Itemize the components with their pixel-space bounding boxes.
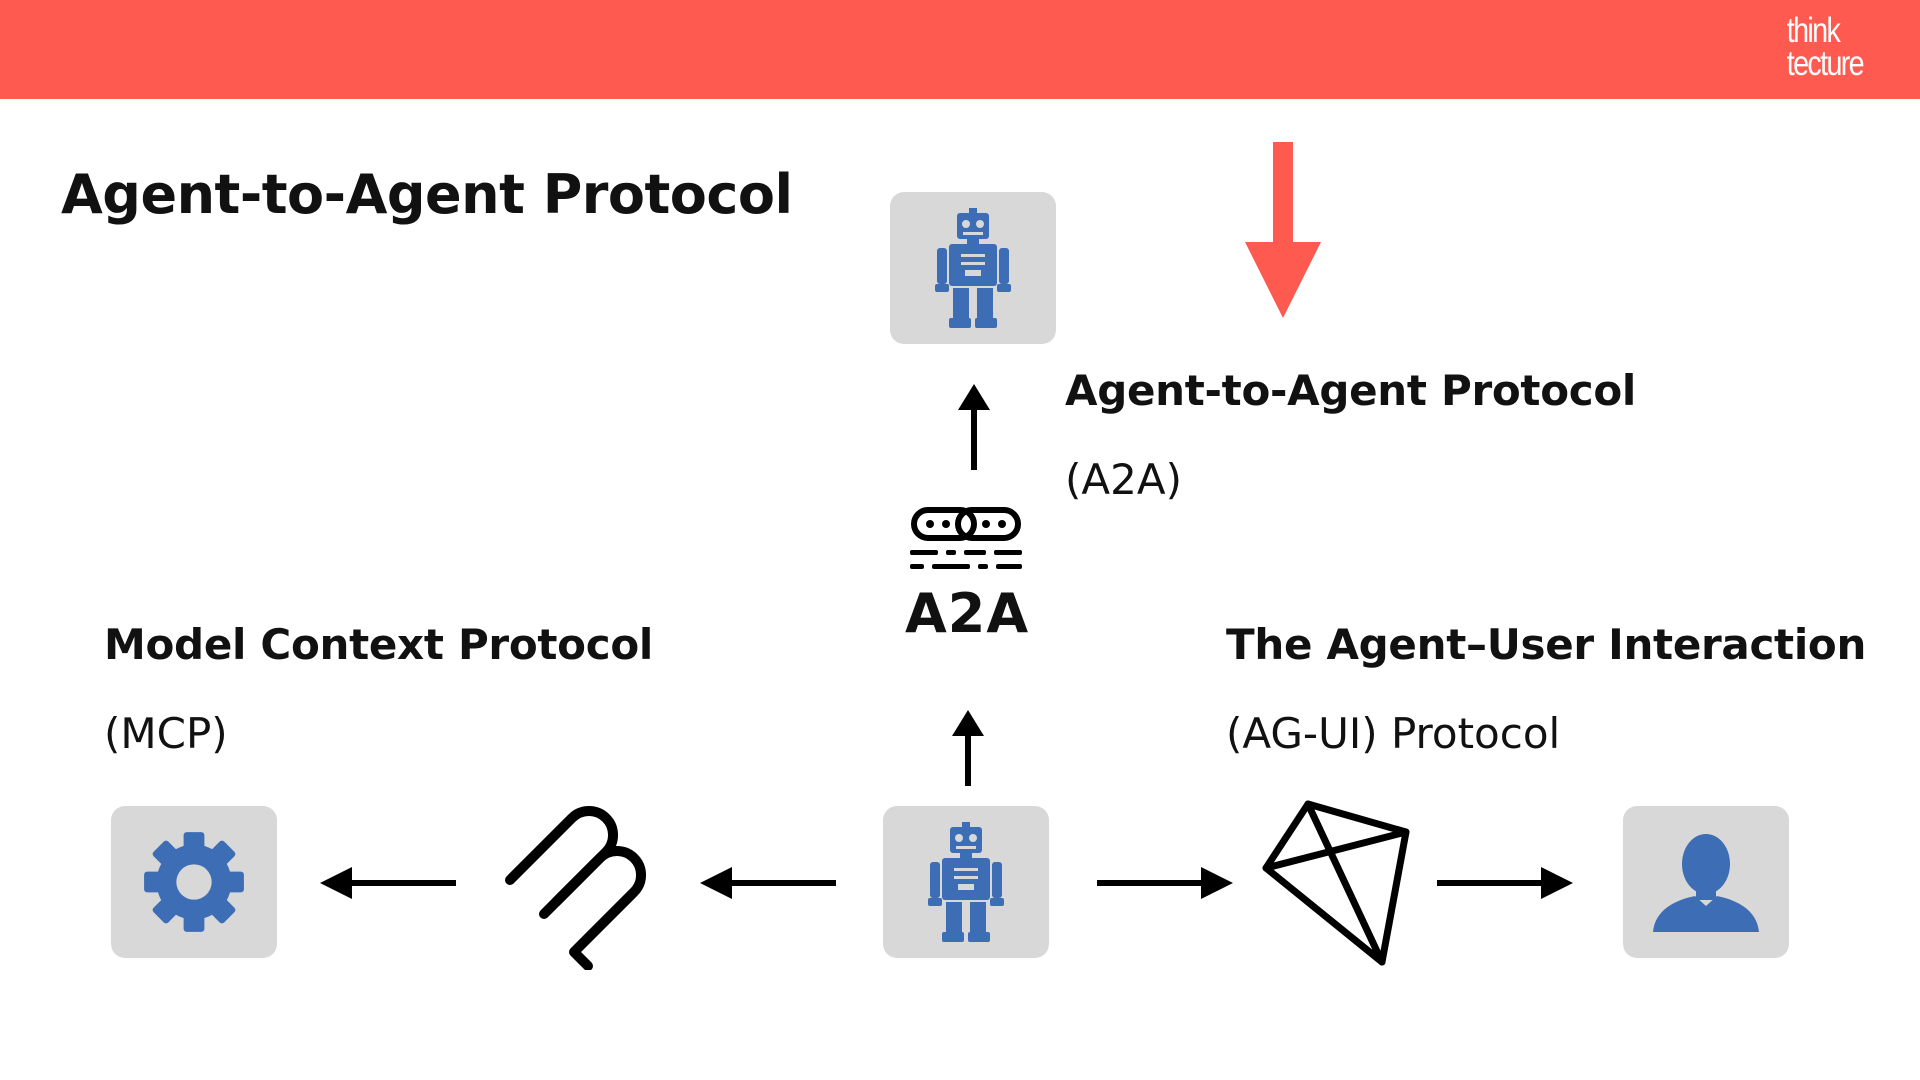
arrow-right-icon bbox=[1097, 866, 1233, 900]
red-down-arrow-icon bbox=[1245, 142, 1321, 318]
arrow-left-icon bbox=[700, 866, 836, 900]
gear-icon bbox=[142, 830, 246, 934]
agent-tile-center bbox=[883, 806, 1049, 958]
mcp-logo-icon bbox=[504, 800, 654, 970]
a2a-logo-text: A2A bbox=[905, 582, 1030, 645]
arrow-up-icon bbox=[956, 384, 992, 470]
arrow-up-icon bbox=[950, 710, 986, 786]
a2a-label: Agent-to-Agent Protocol bbox=[1065, 366, 1637, 415]
mcp-sub-label: (MCP) bbox=[104, 709, 228, 758]
header-bar bbox=[0, 0, 1920, 99]
slide-title: Agent-to-Agent Protocol bbox=[61, 163, 793, 226]
arrow-left-icon bbox=[320, 866, 456, 900]
agui-label: The Agent–User Interaction bbox=[1226, 620, 1867, 669]
a2a-logo-icon bbox=[906, 502, 1026, 574]
kite-logo-icon bbox=[1260, 798, 1412, 968]
robot-icon bbox=[924, 822, 1008, 942]
agui-sub-label: (AG-UI) Protocol bbox=[1226, 709, 1561, 758]
agent-tile-top bbox=[890, 192, 1056, 344]
tool-tile bbox=[111, 806, 277, 958]
robot-icon bbox=[931, 208, 1015, 328]
arrow-right-icon bbox=[1437, 866, 1573, 900]
user-tile bbox=[1623, 806, 1789, 958]
user-silhouette-icon bbox=[1651, 832, 1761, 932]
brand-logo: think tecture bbox=[1786, 11, 1865, 83]
mcp-label: Model Context Protocol bbox=[104, 620, 653, 669]
logo-line-think: think bbox=[1786, 11, 1841, 50]
logo-line-tecture: tecture bbox=[1786, 44, 1865, 83]
a2a-sub-label: (A2A) bbox=[1065, 455, 1182, 504]
